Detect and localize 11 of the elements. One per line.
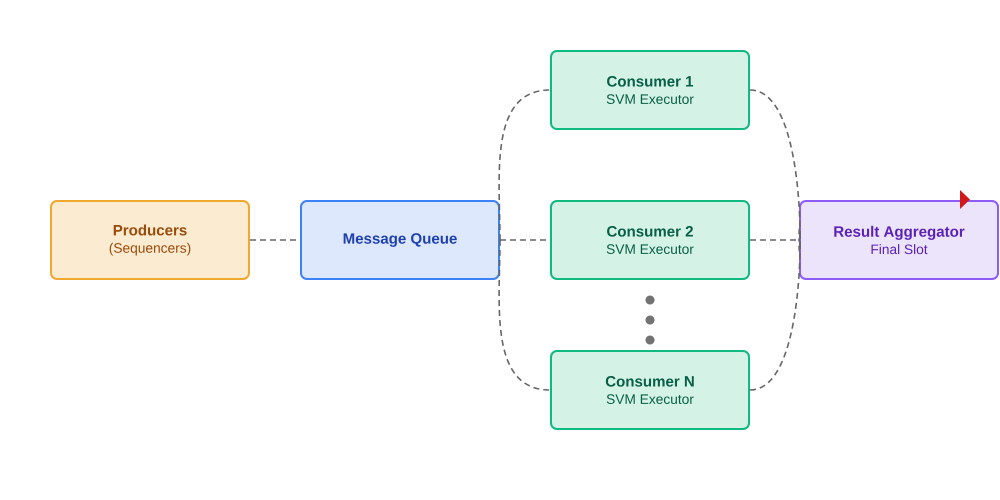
process-box: Consumer N SVM Executor — [550, 350, 750, 430]
connector — [750, 239, 799, 241]
connector — [498, 89, 550, 240]
process-box: Producers (Sequencers) — [50, 200, 250, 280]
process-box: Consumer 2 SVM Executor — [550, 200, 750, 280]
process-box: Message Queue — [300, 200, 500, 280]
connector — [498, 240, 550, 391]
connector — [750, 89, 801, 250]
connector — [750, 230, 801, 391]
process-box: Result Aggregator Final Slot — [799, 200, 999, 280]
process-box: Consumer 1 SVM Executor — [550, 50, 750, 130]
